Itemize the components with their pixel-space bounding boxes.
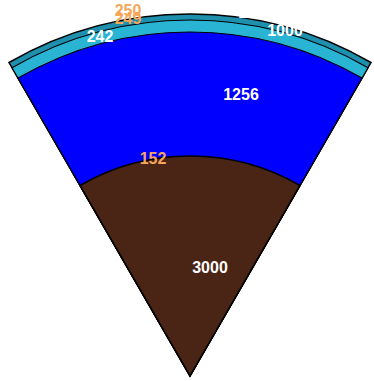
value-label: 3000 — [192, 260, 228, 276]
ocean-layer — [18, 32, 362, 376]
value-label: 1256 — [223, 87, 259, 103]
cyan-band — [12, 20, 368, 376]
value-label: 1000 — [267, 23, 303, 39]
outer-band — [9, 14, 371, 376]
value-label: 1000 — [238, 5, 274, 21]
core-layer — [80, 156, 300, 376]
value-label: 152 — [140, 151, 167, 167]
value-label: 242 — [87, 29, 114, 45]
value-label: 249 — [115, 11, 142, 27]
